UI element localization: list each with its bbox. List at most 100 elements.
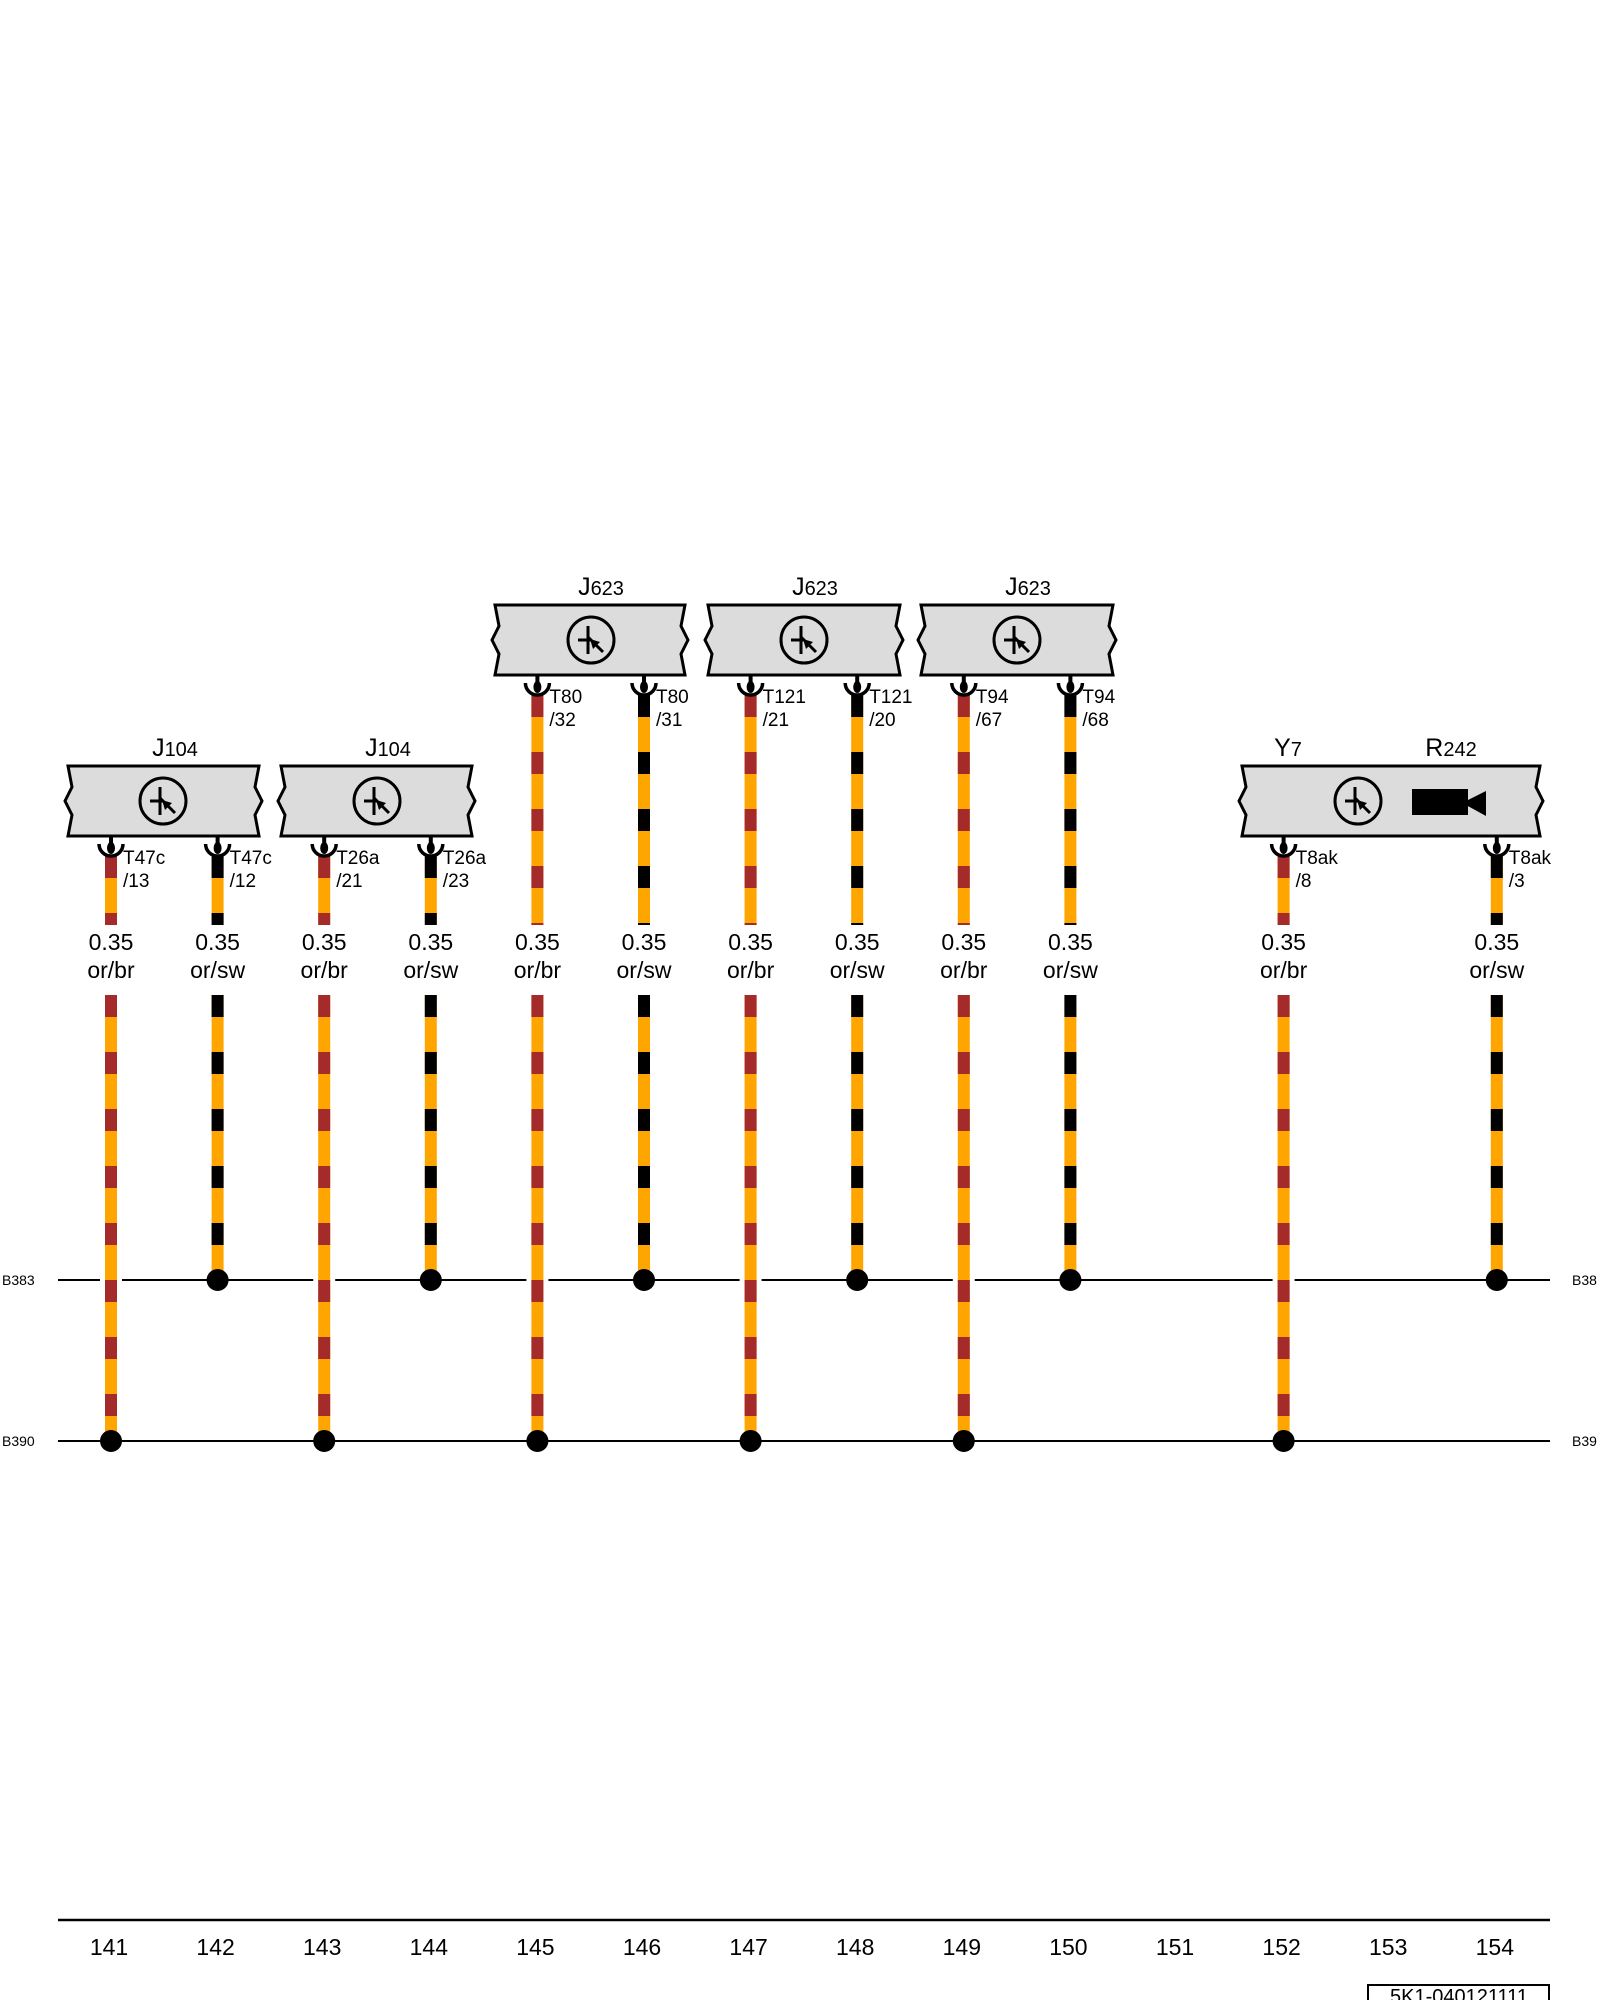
component-box-J104 (63, 764, 264, 838)
connector-label: T26a (443, 848, 487, 869)
pin-number: /3 (1509, 871, 1525, 892)
connector-label: T121 (763, 687, 806, 708)
junction-dot (526, 1430, 549, 1452)
component-box-J623 (703, 603, 905, 677)
junction-dot (313, 1430, 336, 1452)
connector-pin-icon (736, 675, 765, 697)
component-number: 7 (1291, 739, 1302, 761)
wire-size: 0.35 (1474, 929, 1519, 955)
column-number: 141 (90, 1934, 128, 1960)
pin-socket (630, 682, 658, 697)
component-box-J104 (276, 764, 477, 838)
icon-arrow (376, 800, 386, 810)
wire-color-code: or/sw (190, 957, 245, 983)
junction-dot (1272, 1430, 1295, 1452)
icon-circle (138, 776, 188, 826)
pin-socket (950, 682, 978, 697)
wire-size: 0.35 (195, 929, 240, 955)
pin-socket (736, 682, 765, 697)
column-number: 143 (303, 1934, 341, 1960)
wire-size: 0.35 (728, 929, 773, 955)
pin-socket (843, 682, 871, 697)
wire-color-code: or/br (514, 957, 562, 983)
column-number: 152 (1262, 1934, 1300, 1960)
pin-head (853, 681, 862, 693)
bus-label-left: B390 (2, 1433, 35, 1449)
component-label: J623 (578, 573, 624, 601)
component-label: J104 (152, 734, 198, 762)
camera-body (1412, 789, 1468, 815)
wire-size: 0.35 (1261, 929, 1306, 955)
wire-color-code: or/br (727, 957, 775, 983)
column-number: 145 (516, 1934, 554, 1960)
pin-socket (1056, 682, 1085, 697)
wire-color-code: or/sw (617, 957, 672, 983)
transistor-icon (138, 776, 188, 826)
transistor-icon (352, 776, 402, 826)
junction-dot (206, 1269, 229, 1291)
component-letter: Y (1274, 734, 1291, 762)
column-number: 148 (836, 1934, 874, 1960)
drawing-number: 5K1-040121111 (1390, 1986, 1528, 2000)
wire-color-code: or/sw (1469, 957, 1524, 983)
connector-pin-icon (1056, 675, 1085, 697)
connector-pin-icon (1483, 836, 1511, 858)
icon-arrow (1016, 639, 1026, 649)
pin-socket (417, 843, 445, 858)
component-number: 623 (591, 578, 624, 600)
connector-pin-icon (843, 675, 871, 697)
junction-dot (739, 1430, 762, 1452)
wire-size: 0.35 (941, 929, 986, 955)
pin-number: /23 (443, 871, 469, 892)
column-number: 154 (1476, 1934, 1515, 1960)
wire-size: 0.35 (835, 929, 880, 955)
transistor-icon (566, 615, 616, 665)
connector-label: T47c (230, 848, 272, 869)
component-number: 104 (165, 739, 198, 761)
wire-color-code: or/br (940, 957, 988, 983)
icon-circle (566, 615, 616, 665)
bus-label-right: B39 (1572, 1433, 1597, 1449)
wire-size: 0.35 (408, 929, 453, 955)
wire-size: 0.35 (302, 929, 347, 955)
wire-size: 0.35 (622, 929, 667, 955)
connector-label: T121 (869, 687, 912, 708)
wire-color-code: or/br (87, 957, 135, 983)
wire-color-code: or/br (301, 957, 349, 983)
wire-color-code: or/sw (403, 957, 458, 983)
bus-label-right: B38 (1572, 1272, 1597, 1288)
component-letter: J (792, 573, 805, 601)
junction-dot (1059, 1269, 1082, 1291)
transistor-icon (779, 615, 829, 665)
component-number: 242 (1443, 739, 1476, 761)
connector-label: T26a (336, 848, 380, 869)
pin-number: /20 (869, 710, 895, 731)
pin-head (1066, 681, 1075, 693)
pin-head (1279, 842, 1288, 854)
component-label: Y7 (1274, 734, 1302, 762)
icon-circle (992, 615, 1042, 665)
junction-dot (100, 1430, 122, 1452)
pin-number: /8 (1296, 871, 1312, 892)
wire-size: 0.35 (1048, 929, 1093, 955)
camera-lens (1466, 791, 1486, 816)
drawing-number-box (1367, 1984, 1550, 2000)
connector-label: T8ak (1296, 848, 1339, 869)
pin-head (213, 842, 222, 854)
pin-head (533, 681, 542, 693)
wire-size: 0.35 (89, 929, 134, 955)
icon-arrow (1357, 800, 1367, 810)
pin-head (1492, 842, 1501, 854)
component-box-Y7 (1237, 764, 1545, 838)
pin-socket (1269, 843, 1298, 858)
connector-pin-icon (630, 675, 658, 697)
component-box-J623 (916, 603, 1118, 677)
pin-head (107, 842, 115, 854)
